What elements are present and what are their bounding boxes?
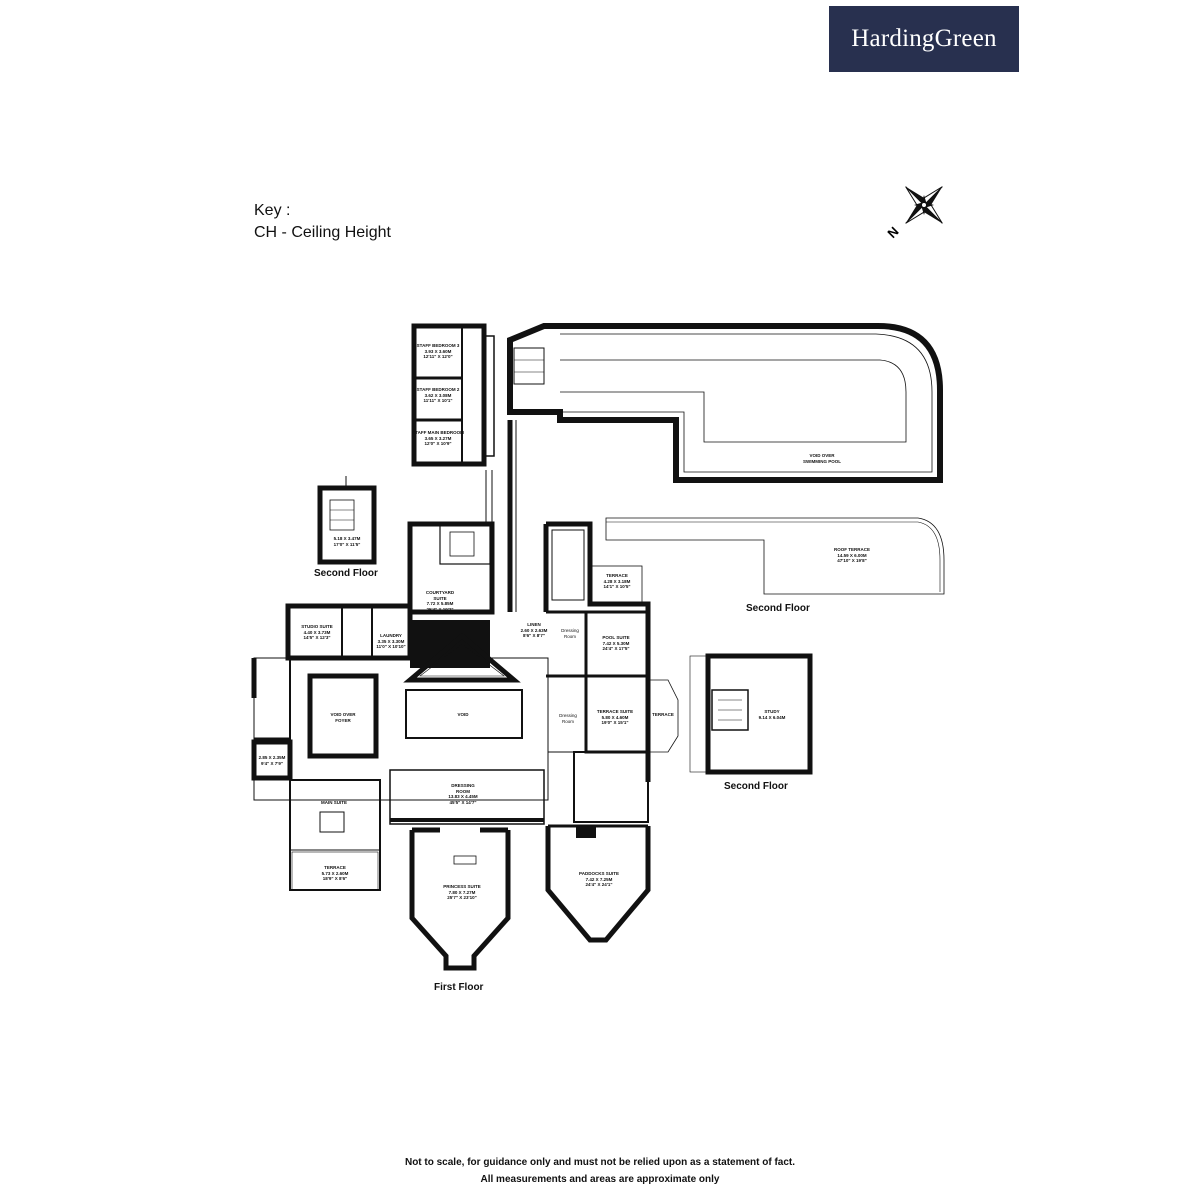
corridor [485, 420, 517, 612]
room-void: VOID [457, 712, 469, 717]
pool-void [507, 323, 943, 483]
second-floor-small-room [317, 476, 377, 565]
floor-label-second-left: Second Floor [314, 568, 378, 579]
room-terrace-side: TERRACE [652, 712, 674, 717]
courtyard-suite [407, 521, 495, 668]
floor-label-first: First Floor [434, 982, 484, 993]
brand-logo: HardingGreen [829, 6, 1019, 72]
room-dressing-mid: Dressing Room [559, 713, 577, 724]
paddocks-suite [545, 824, 651, 943]
footer-disclaimer-line1: Not to scale, for guidance only and must… [404, 1157, 796, 1168]
key-legend: Key : CH - Ceiling Height [254, 200, 391, 244]
lower-terrace [291, 851, 379, 891]
study [689, 653, 813, 775]
terrace-suite-block [547, 674, 679, 823]
room-void-foyer: VOID OVER FOYER [330, 712, 356, 723]
room-main-suite: MAIN SUITE [320, 800, 348, 805]
princess-suite [409, 827, 511, 971]
key-entry: CH - Ceiling Height [254, 224, 391, 241]
dressing-corridor [389, 769, 545, 825]
room-dressing-upper: Dressing Room [561, 628, 579, 639]
roof-terrace [605, 517, 945, 595]
floor-label-second-terrace: Second Floor [746, 603, 810, 614]
room-void-pool: VOID OVER SWIMMING POOL [803, 453, 841, 464]
key-title: Key : [254, 202, 291, 219]
footer-disclaimer-line2: All measurements and areas are approxima… [480, 1174, 720, 1185]
brand-name: HardingGreen [851, 25, 997, 52]
staff-block [411, 323, 495, 467]
upper-right-wing [543, 521, 651, 782]
compass-icon: N [884, 186, 943, 241]
floor-label-second-study: Second Floor [724, 781, 788, 792]
central-body [251, 632, 549, 801]
